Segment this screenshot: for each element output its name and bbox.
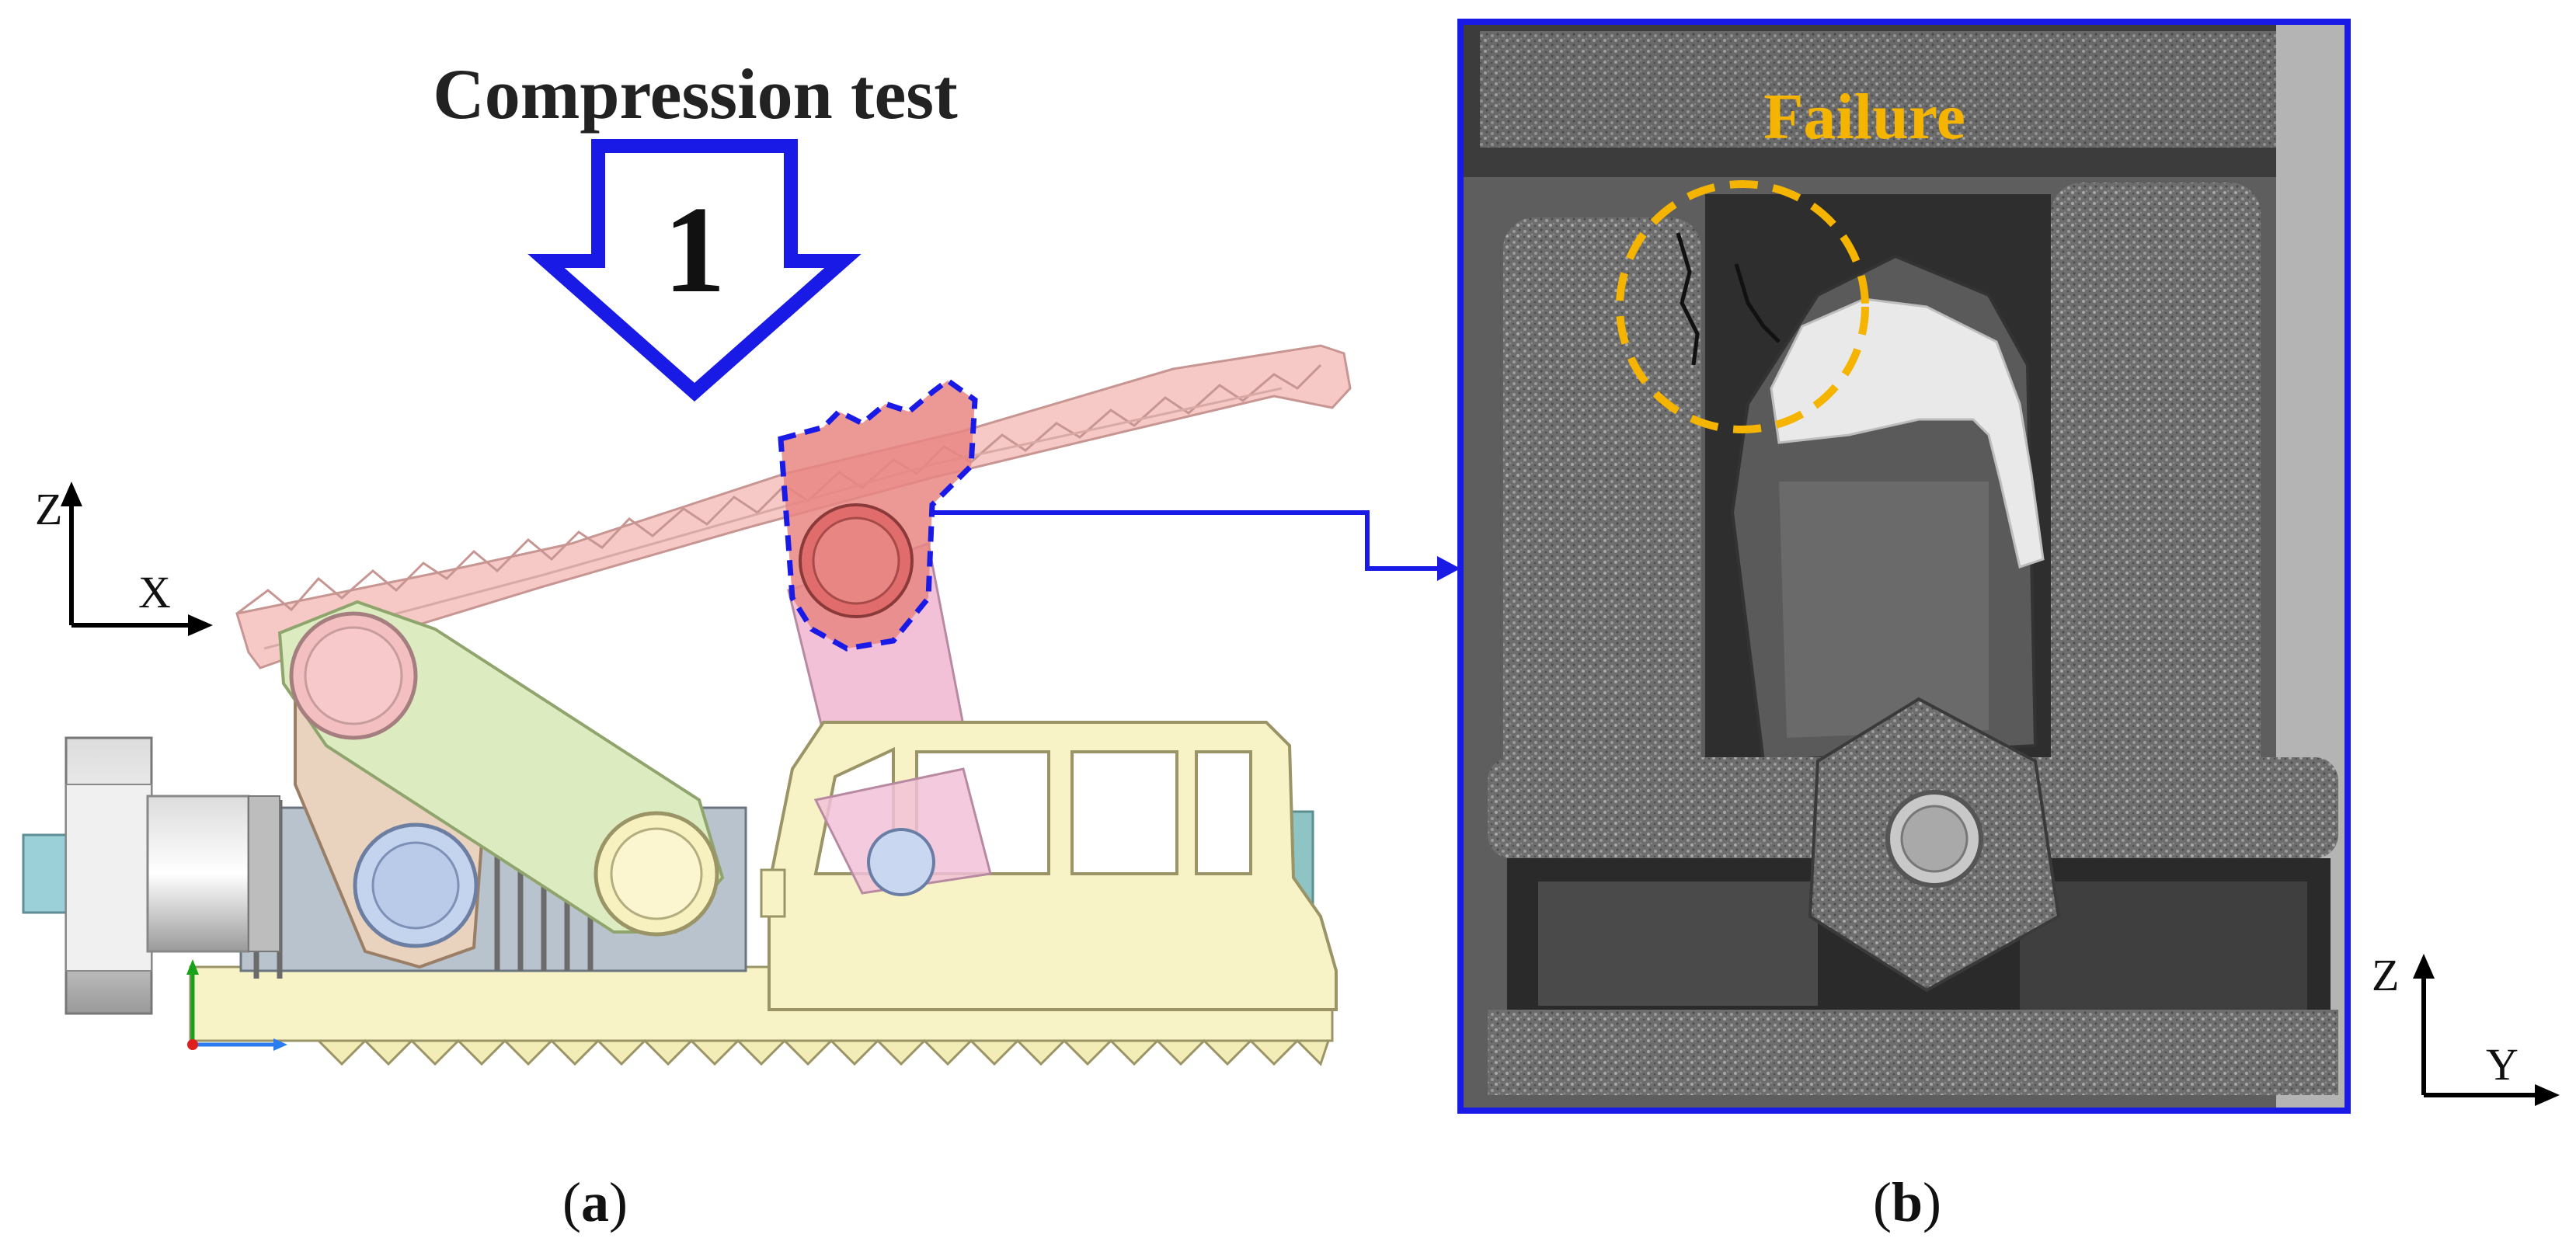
axis-triad-zx: Z X	[35, 482, 213, 636]
axis-z-label: Z	[35, 484, 62, 534]
failure-label: Failure	[1763, 81, 1965, 153]
axis-triad-zy: Z Y	[2372, 950, 2560, 1106]
compression-test-title: Compression test	[433, 54, 958, 134]
right-pillar	[2051, 183, 2261, 796]
compression-arrow: 1	[527, 139, 862, 402]
left-pillar	[1503, 217, 1701, 800]
frame-window-4	[1195, 750, 1252, 875]
adjustment-knob	[22, 736, 280, 1015]
axis-z-label-b: Z	[2372, 950, 2399, 1000]
failure-circle	[1616, 180, 1869, 433]
caption-b: (b)	[1873, 1171, 1941, 1233]
arrow-number-label: 1	[663, 180, 726, 318]
caption-a: (a)	[562, 1171, 628, 1233]
axis-y-label: Y	[2486, 1039, 2519, 1090]
white-pin	[1770, 297, 2045, 569]
lower-pin	[867, 828, 935, 896]
highlighted-region	[778, 377, 978, 652]
panel-b: Failure Z Y (b)	[1457, 19, 2560, 1233]
frame-window-3	[1070, 750, 1178, 875]
callout-connector	[932, 510, 1441, 571]
photo-border	[1457, 19, 2351, 1114]
crack-line	[1676, 232, 1781, 366]
axis-x-label: X	[138, 567, 171, 617]
panel-a: Compression test 1 Z X	[22, 54, 1460, 1233]
callout-arrowhead	[1437, 556, 1460, 581]
mini-axis-triad	[186, 959, 287, 1051]
